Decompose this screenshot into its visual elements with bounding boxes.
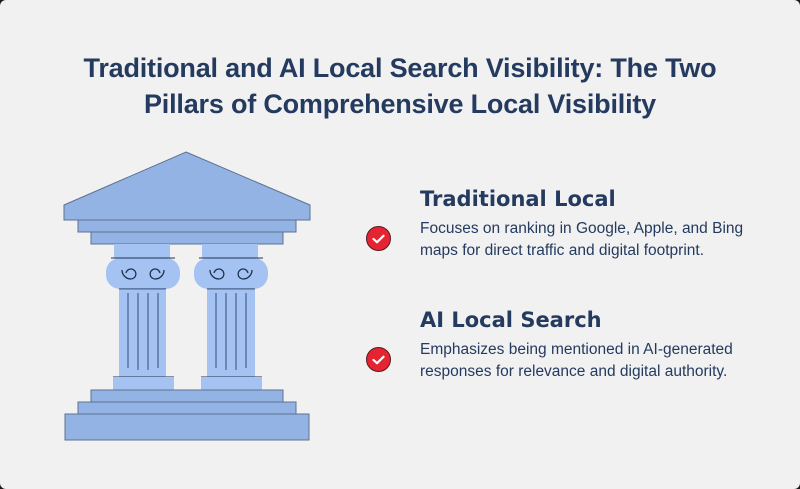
item-heading: Traditional Local [420,187,616,211]
right-column [194,244,268,390]
check-circle-icon [366,347,391,372]
item-description: Focuses on ranking in Google, Apple, and… [420,220,744,259]
check-circle-icon [366,226,391,251]
title-line-1: Traditional and AI Local Search Visibili… [83,53,717,83]
page-title: Traditional and AI Local Search Visibili… [0,50,800,122]
item-description: Emphasizes being mentioned in AI-generat… [420,341,733,380]
title-line-2: Pillars of Comprehensive Local Visibilit… [144,89,656,119]
item-heading: AI Local Search [420,308,602,332]
left-column [106,244,180,390]
